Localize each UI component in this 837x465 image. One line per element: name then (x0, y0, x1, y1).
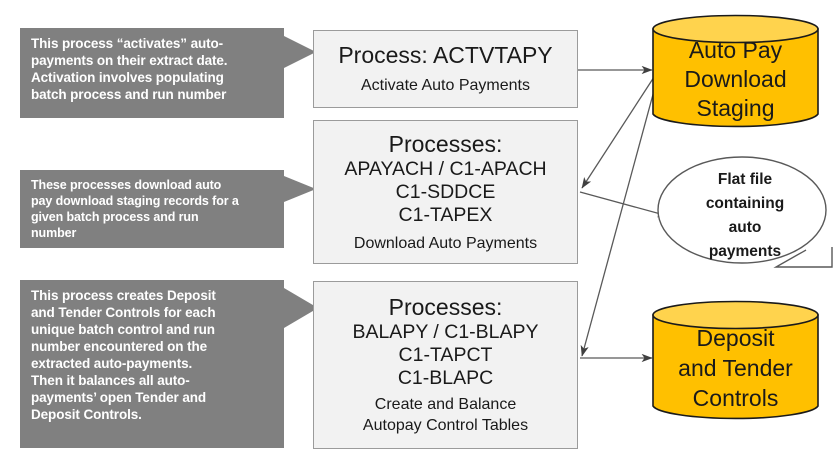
callout-line: number (31, 226, 77, 240)
process-activate[interactable]: Process: ACTVTAPY Activate Auto Payments (313, 30, 578, 108)
store-deposit-and-tender-controls[interactable]: Deposit and Tender Controls (652, 300, 819, 422)
callout-line: unique batch control and run (31, 322, 215, 337)
process-code: APAYACH / C1-APACH (344, 157, 547, 180)
callout-download: These processes download auto pay downlo… (20, 170, 284, 248)
callout-line: batch process and run number (31, 87, 227, 102)
cylinder-top-ellipse (652, 14, 819, 44)
arrow-staging-to-balance (580, 75, 659, 357)
callout-line: Activation involves populating (31, 70, 224, 85)
callout-download-tail (284, 176, 316, 202)
note-line: payments (708, 243, 782, 260)
process-subtitle: Create and Balance (374, 396, 517, 413)
process-code: C1-TAPEX (398, 203, 493, 226)
process-title: Processes: (388, 294, 503, 320)
note-flat-file[interactable]: Flat file containing auto payments (656, 155, 834, 277)
note-line: Flat file (717, 171, 773, 188)
callout-line: This process “activates” auto- (31, 36, 224, 51)
callout-line: Then it balances all auto- (31, 373, 190, 388)
arrow-staging-to-download (581, 73, 657, 189)
callout-balance-tail (284, 288, 318, 328)
store-label: Download (684, 66, 787, 92)
callout-balance: This process creates Deposit and Tender … (20, 280, 284, 448)
process-code: C1-SDDCE (395, 180, 496, 203)
store-label: Staging (696, 95, 775, 121)
callout-line: These processes download auto (31, 178, 222, 192)
store-auto-pay-download-staging[interactable]: Auto Pay Download Staging (652, 14, 819, 129)
callout-activate: This process “activates” auto- payments … (20, 28, 284, 118)
store-label: Controls (692, 385, 779, 411)
arrow-download-to-flatfile (579, 191, 669, 218)
callout-line: Deposit Controls. (31, 407, 142, 422)
process-code: C1-BLAPC (397, 367, 494, 389)
process-title: Processes: (388, 130, 503, 157)
callout-line: payments’ open Tender and (31, 390, 207, 405)
callout-line: payments on their extract date. (31, 53, 228, 68)
store-label: Auto Pay (688, 37, 783, 63)
process-download[interactable]: Processes: APAYACH / C1-APACH C1-SDDCE C… (313, 120, 578, 264)
process-code: BALAPY / C1-BLAPY (352, 321, 539, 343)
store-label: Deposit (696, 325, 775, 351)
oval-shape (657, 156, 827, 264)
process-subtitle: Autopay Control Tables (362, 417, 529, 434)
callout-line: extracted auto-payments. (31, 356, 193, 371)
cylinder-top-ellipse (652, 300, 819, 330)
process-code: C1-TAPCT (398, 344, 493, 366)
note-line: auto (728, 219, 762, 236)
process-balance[interactable]: Processes: BALAPY / C1-BLAPY C1-TAPCT C1… (313, 281, 578, 449)
note-line: containing (705, 195, 785, 212)
callout-line: given batch process and run (31, 210, 199, 224)
process-title: Process: ACTVTAPY (338, 42, 553, 68)
store-label: and Tender (678, 355, 793, 381)
callout-line: This process creates Deposit (31, 288, 216, 303)
callout-activate-tail (284, 36, 316, 68)
callout-line: number encountered on the (31, 339, 208, 354)
callout-line: pay download staging records for a (31, 194, 239, 208)
callout-line: and Tender Controls for each (31, 305, 216, 320)
process-subtitle: Download Auto Payments (353, 234, 538, 252)
oval-tail (773, 247, 833, 268)
process-subtitle: Activate Auto Payments (361, 77, 530, 94)
